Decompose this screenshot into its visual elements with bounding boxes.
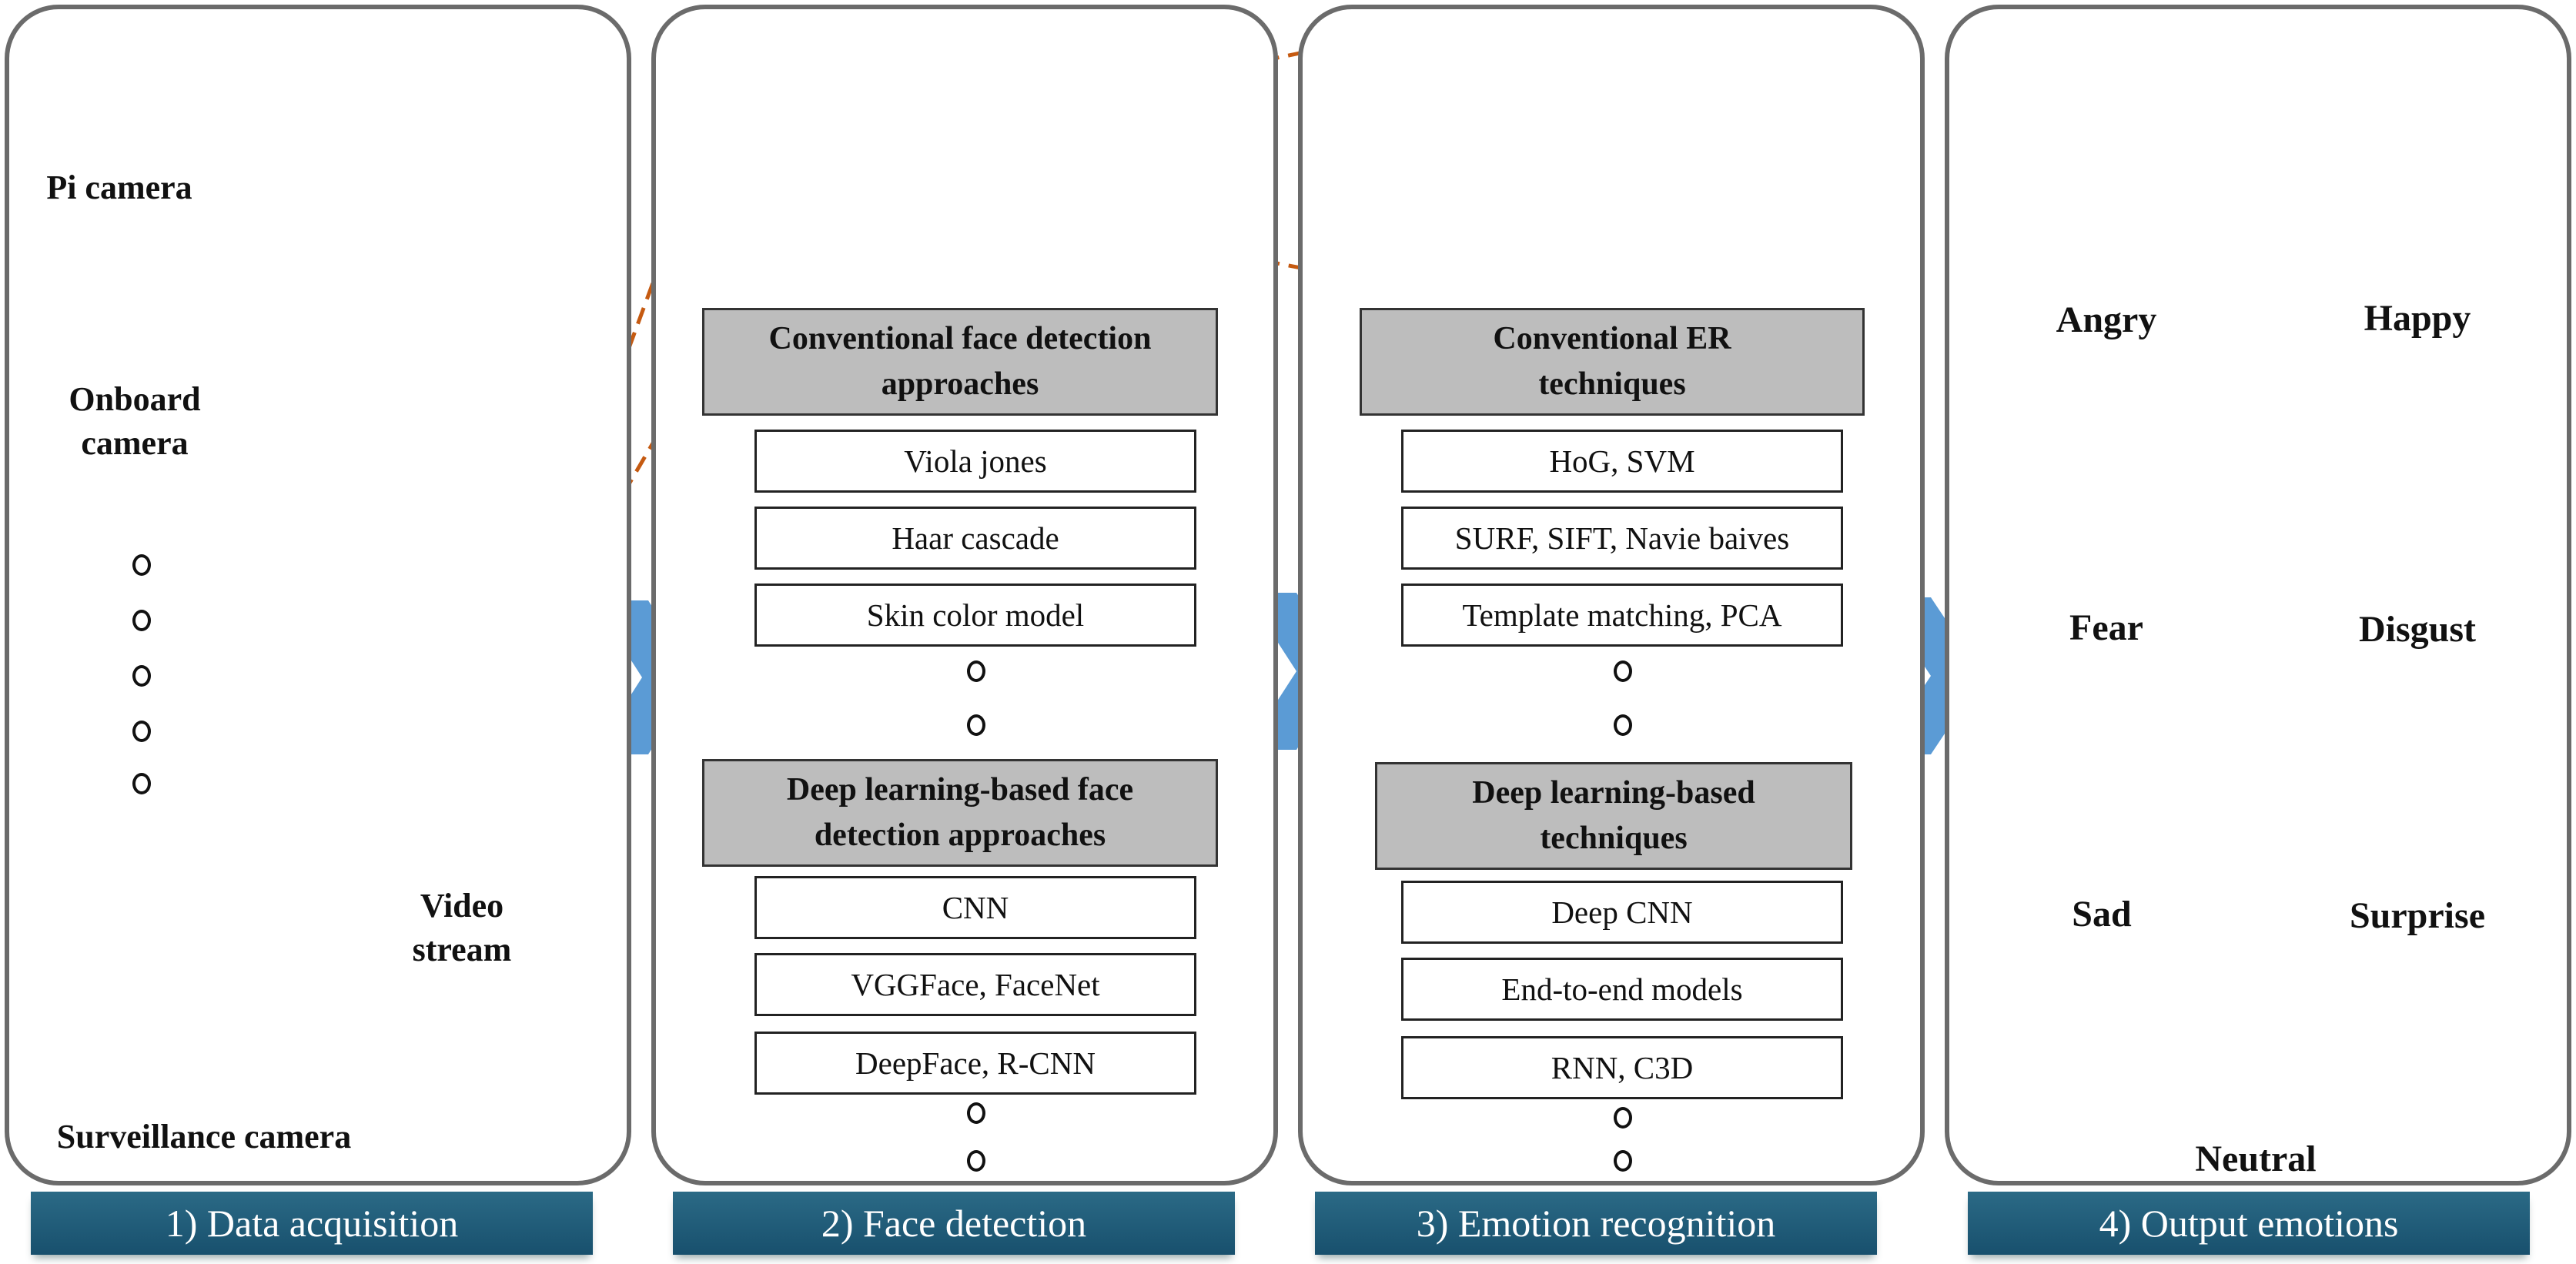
emotion-label-surprise: Surprise xyxy=(2349,895,2485,936)
method-haar-cascade: Haar cascade xyxy=(754,507,1196,570)
conventional-face-detection-header: Conventional face detection approaches xyxy=(702,308,1218,416)
method-skin-color-model: Skin color model xyxy=(754,584,1196,647)
deep-face-detection-header: Deep learning-based face detection appro… xyxy=(702,759,1218,867)
ellipsis-dot xyxy=(967,1102,985,1124)
video-stream-label: Video stream xyxy=(412,887,512,969)
ellipsis-dot xyxy=(132,610,151,631)
label-data-acquisition: 1) Data acquisition xyxy=(31,1192,593,1255)
ellipsis-dot xyxy=(132,665,151,687)
method-cnn: CNN xyxy=(754,876,1196,939)
ellipsis-dot xyxy=(967,660,985,682)
method-viola-jones: Viola jones xyxy=(754,430,1196,493)
technique-end-to-end: End-to-end models xyxy=(1401,958,1843,1021)
method-deepface-rcnn: DeepFace, R-CNN xyxy=(754,1032,1196,1095)
ellipsis-dot xyxy=(1614,1150,1632,1172)
emotion-label-disgust: Disgust xyxy=(2358,609,2477,650)
ellipsis-dot xyxy=(967,714,985,736)
emotion-label-neutral: Neutral xyxy=(2195,1139,2317,1179)
panel-data-acquisition xyxy=(5,5,631,1185)
ellipsis-dot xyxy=(967,1150,985,1172)
technique-surf-sift: SURF, SIFT, Navie baives xyxy=(1401,507,1843,570)
onboard-camera-label: Onboard camera xyxy=(69,380,201,463)
conventional-er-header: Conventional ER techniques xyxy=(1360,308,1865,416)
pi-camera-label: Pi camera xyxy=(46,169,192,206)
ellipsis-dot xyxy=(1614,660,1632,682)
technique-rnn-c3d: RNN, C3D xyxy=(1401,1036,1843,1099)
emotion-label-sad: Sad xyxy=(2072,894,2132,935)
method-vggface-facenet: VGGFace, FaceNet xyxy=(754,953,1196,1016)
technique-deep-cnn: Deep CNN xyxy=(1401,881,1843,944)
label-face-detection: 2) Face detection xyxy=(673,1192,1235,1255)
label-output-emotions: 4) Output emotions xyxy=(1968,1192,2530,1255)
ellipsis-dot xyxy=(132,721,151,742)
panel-output-emotions xyxy=(1945,5,2571,1185)
emotion-label-happy: Happy xyxy=(2364,298,2471,339)
ellipsis-dot xyxy=(1614,1107,1632,1129)
technique-template-matching-pca: Template matching, PCA xyxy=(1401,584,1843,647)
ellipsis-dot xyxy=(132,554,151,576)
ellipsis-dot xyxy=(132,773,151,794)
technique-hog-svm: HoG, SVM xyxy=(1401,430,1843,493)
surveillance-camera-label: Surveillance camera xyxy=(56,1118,352,1155)
label-emotion-recognition: 3) Emotion recognition xyxy=(1315,1192,1877,1255)
deep-er-header: Deep learning-based techniques xyxy=(1375,762,1852,870)
emotion-label-angry: Angry xyxy=(2056,299,2157,340)
emotion-label-fear: Fear xyxy=(2069,607,2143,648)
ellipsis-dot xyxy=(1614,714,1632,736)
